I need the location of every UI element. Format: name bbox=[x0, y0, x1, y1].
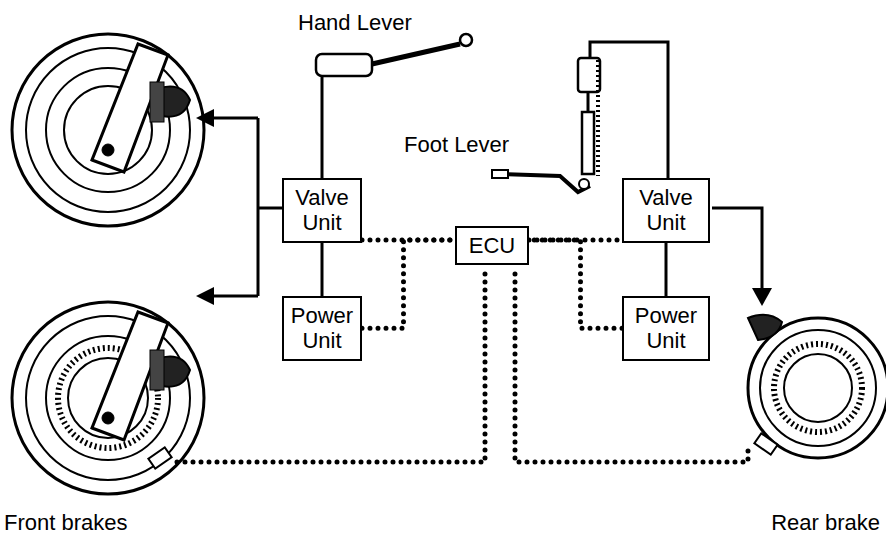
signal-wire bbox=[529, 240, 622, 328]
ecu-box: ECU bbox=[455, 226, 529, 265]
part-label: Foot Lever bbox=[402, 132, 511, 157]
sensor-wire bbox=[176, 274, 748, 462]
hydraulic-line bbox=[665, 243, 668, 296]
part-label: Hand Lever bbox=[296, 10, 414, 35]
rear-wheel bbox=[748, 315, 886, 458]
box-text: Valve Unit bbox=[628, 185, 704, 236]
box-text: Valve Unit bbox=[288, 185, 356, 236]
front-wheel-upper bbox=[12, 34, 204, 226]
power-unit-box: Power Unit bbox=[282, 296, 362, 361]
box-text: ECU bbox=[461, 233, 523, 258]
power-unit-box: Power Unit bbox=[622, 296, 710, 361]
signal-wire bbox=[362, 240, 455, 328]
hand-lever bbox=[316, 34, 472, 76]
hydraulic-line bbox=[321, 243, 324, 296]
arrowheads bbox=[196, 109, 772, 306]
part-label: Rear brake bbox=[769, 510, 882, 535]
part-label: Front brakes bbox=[2, 510, 130, 535]
box-text: Power Unit bbox=[288, 303, 356, 354]
brake-hose bbox=[212, 42, 762, 296]
valve-unit-box: Valve Unit bbox=[282, 178, 362, 243]
valve-unit-box: Valve Unit bbox=[622, 178, 710, 243]
foot-lever bbox=[492, 58, 600, 192]
front-wheel-lower bbox=[12, 302, 204, 494]
box-text: Power Unit bbox=[628, 303, 704, 354]
